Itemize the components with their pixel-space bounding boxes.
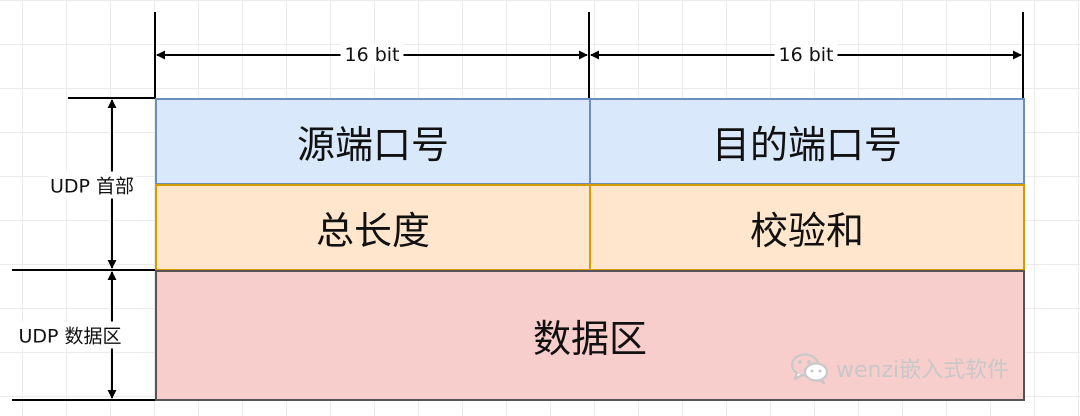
length-label: 总长度	[315, 209, 430, 253]
checksum-label: 校验和	[749, 209, 864, 253]
udp-data-label: UDP 数据区	[16, 321, 124, 349]
watermark: wenzi嵌入式软件	[790, 352, 1009, 384]
wechat-icon	[790, 353, 829, 384]
watermark-text: wenzi嵌入式软件	[836, 358, 1010, 383]
udp-header-label: UDP 首部	[47, 171, 137, 199]
width-label-right: 16 bit	[774, 44, 838, 66]
dest-port-field: 目的端口号	[589, 98, 1025, 185]
length-field: 总长度	[155, 184, 591, 271]
source-port-label: 源端口号	[296, 123, 449, 167]
data-area-label: 数据区	[532, 317, 647, 361]
dest-port-label: 目的端口号	[711, 123, 902, 167]
checksum-field: 校验和	[589, 184, 1025, 271]
width-label-left: 16 bit	[340, 44, 404, 66]
data-area-field: 数据区	[155, 270, 1025, 401]
source-port-field: 源端口号	[155, 98, 591, 185]
